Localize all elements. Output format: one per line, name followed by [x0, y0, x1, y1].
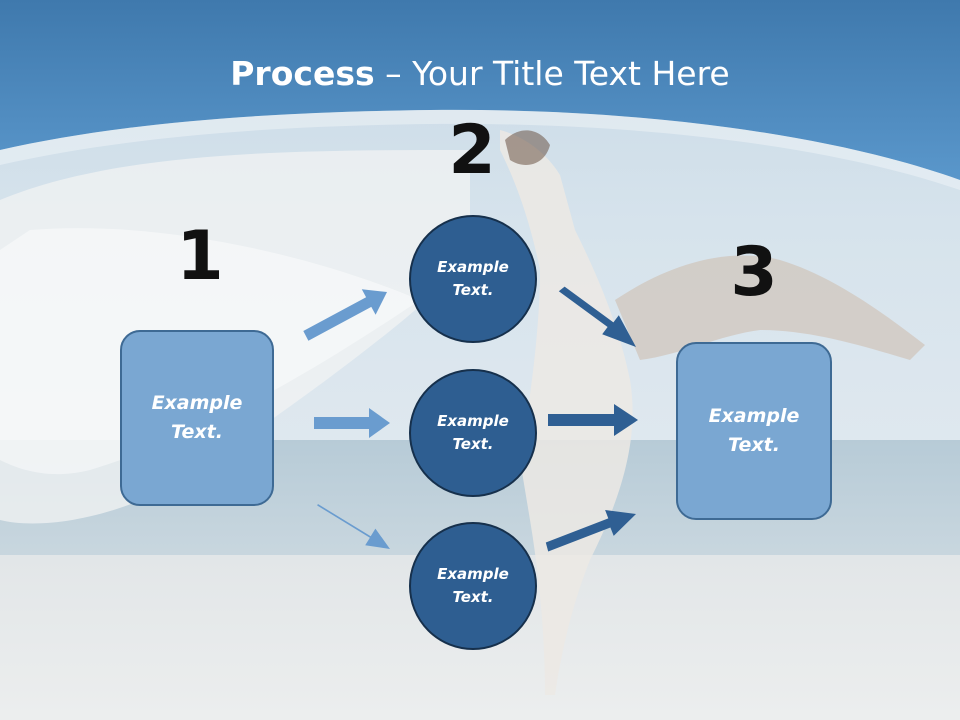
- step-1-label: Example Text.: [151, 392, 243, 443]
- step-2-node-bottom-label: Example Text.: [437, 565, 509, 606]
- arrow-1-to-middle: [314, 408, 390, 438]
- title-rest: – Your Title Text Here: [374, 54, 730, 93]
- arrow-1-to-top: [303, 289, 387, 341]
- step-2-node-top-label: Example Text.: [437, 258, 509, 299]
- step-number-1: 1: [176, 217, 224, 296]
- arrow-top-to-3: [558, 286, 636, 347]
- step-number-3: 3: [730, 233, 778, 312]
- arrow-middle-to-3: [548, 404, 638, 436]
- title-bold: Process: [230, 54, 375, 93]
- step-2-node-middle-label: Example Text.: [437, 412, 509, 453]
- step-3-label: Example Text.: [708, 405, 800, 456]
- arrow-bottom-to-3: [545, 510, 636, 552]
- header-band: [0, 0, 960, 190]
- step-number-2: 2: [448, 111, 496, 190]
- step-2-node-top: Example Text.: [409, 215, 537, 343]
- step-2-node-middle: Example Text.: [409, 369, 537, 497]
- arrow-1-to-bottom: [317, 504, 390, 549]
- slide-title: Process – Your Title Text Here: [0, 52, 960, 96]
- step-2-node-bottom: Example Text.: [409, 522, 537, 650]
- step-3-box: Example Text.: [676, 342, 832, 520]
- step-1-box: Example Text.: [120, 330, 274, 506]
